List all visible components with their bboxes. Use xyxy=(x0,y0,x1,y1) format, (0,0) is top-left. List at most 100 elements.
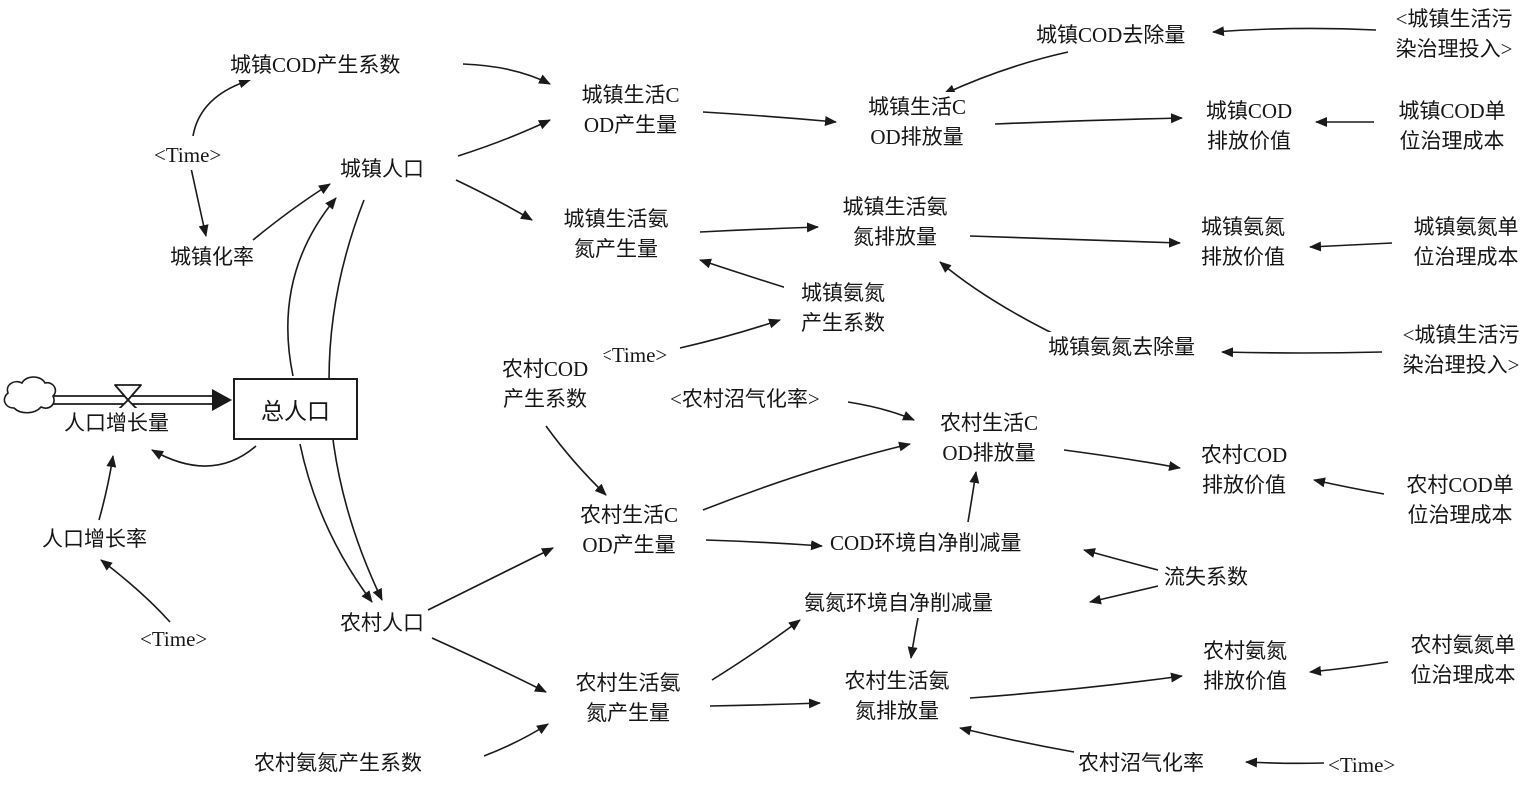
var-urban-nh3-emission: 城镇生活氨 氮排放量 xyxy=(824,192,966,252)
label-line: 染治理投入> xyxy=(1402,353,1520,377)
var-rural-nh3-unit-cost: 农村氨氮单 位治理成本 xyxy=(1392,630,1534,690)
var-rural-cod-emission: 农村生活C OD排放量 xyxy=(918,408,1060,468)
label-line: 城镇生活氨 xyxy=(842,195,948,219)
var-urban-nh3-removal: 城镇氨氮去除量 xyxy=(1046,332,1197,362)
label-line: 位治理成本 xyxy=(1407,503,1513,527)
arrow-urban-nh3-coef-to-production xyxy=(699,258,794,291)
label-line: 城镇生活C xyxy=(867,95,966,119)
arrow-growth-rate-to-growth xyxy=(98,455,117,521)
arrow-rural-cod-unit-cost-to-value xyxy=(1313,477,1385,495)
label-line: OD产生量 xyxy=(583,113,678,137)
label-line: 城镇COD单 xyxy=(1398,99,1506,123)
var-rural-biogas-rate: 农村沼气化率 xyxy=(1076,748,1206,778)
var-rural-cod-coef: 农村COD 产生系数 xyxy=(486,354,604,414)
arrow-total-population-to-rural-population xyxy=(299,443,373,603)
var-rural-nh3-coef: 农村氨氮产生系数 xyxy=(252,748,424,778)
var-rural-nh3-emission-value: 农村氨氮 排放价值 xyxy=(1186,636,1304,696)
label-line: 排放价值 xyxy=(1201,245,1285,269)
arrow-rural-nh3-production-to-emission xyxy=(709,698,821,709)
arrow-cod-env-reduction-to-emission xyxy=(967,471,980,523)
arrow-urban-population-to-urban-cod-production xyxy=(457,119,551,157)
label-line: 农村氨氮单 xyxy=(1410,633,1516,657)
var-time-bottomright: <Time> xyxy=(1326,750,1398,780)
label-line: 农村COD xyxy=(1200,443,1288,467)
arrow-rural-nh3-production-to-env-reduction xyxy=(711,619,801,681)
label-line: 氮产生量 xyxy=(586,701,670,725)
var-urban-cod-removal: 城镇COD去除量 xyxy=(1034,20,1188,50)
arrow-treatment-input-to-urban-cod-removal xyxy=(1212,26,1377,37)
label-line: 城镇生活氨 xyxy=(563,207,669,231)
label-line: 位治理成本 xyxy=(1410,663,1516,687)
var-urbanization-rate: 城镇化率 xyxy=(168,242,256,272)
label-line: 农村COD xyxy=(501,357,589,381)
arrow-urban-nh3-removal-to-emission xyxy=(939,261,1059,337)
var-urban-treatment-input-top: <城镇生活污 染治理投入> xyxy=(1378,4,1530,64)
var-urban-population: 城镇人口 xyxy=(338,154,426,184)
var-urban-nh3-coef: 城镇氨氮 产生系数 xyxy=(784,278,902,338)
var-urban-treatment-input-mid: <城镇生活污 染治理投入> xyxy=(1386,320,1535,380)
flow-arrowhead-icon xyxy=(212,389,232,411)
label-line: 排放价值 xyxy=(1202,473,1286,497)
arrow-urban-cod-emission-to-value xyxy=(994,113,1183,125)
var-rural-cod-production: 农村生活C OD产生量 xyxy=(558,500,700,560)
arrow-loss-coef-to-cod-env-reduction xyxy=(1083,548,1159,571)
label-line: 排放价值 xyxy=(1207,129,1291,153)
label-line: 城镇氨氮 xyxy=(801,281,885,305)
label-line: 城镇生活C xyxy=(581,83,680,107)
arrow-time-to-biogas-rate xyxy=(1245,757,1325,768)
stock-label: 总人口 xyxy=(261,399,330,424)
label-line: OD产生量 xyxy=(582,533,676,557)
var-urban-cod-production: 城镇生活C OD产生量 xyxy=(558,80,703,140)
var-urban-cod-unit-cost: 城镇COD单 位治理成本 xyxy=(1378,96,1526,156)
var-rural-nh3-emission: 农村生活氨 氮排放量 xyxy=(826,666,968,726)
arrow-urban-nh3-production-to-emission xyxy=(699,222,819,233)
label-line: OD排放量 xyxy=(870,125,964,149)
var-rural-population: 农村人口 xyxy=(338,608,426,638)
var-population-growth-rate: 人口增长率 xyxy=(40,524,149,554)
arrow-total-population-to-urban-population xyxy=(287,197,337,377)
var-urban-nh3-emission-value: 城镇氨氮 排放价值 xyxy=(1184,212,1302,272)
arrow-rural-population-to-nh3-production xyxy=(431,637,547,693)
arrow-urbanization-rate-to-urban-population xyxy=(252,183,331,241)
arrow-rural-nh3-emission-to-value xyxy=(969,672,1183,699)
arrow-urban-cod-removal-to-emission xyxy=(943,51,1069,95)
label-line: 农村COD单 xyxy=(1406,473,1514,497)
stock-total-population: 总人口 xyxy=(233,378,358,440)
var-time-topleft: <Time> xyxy=(152,140,224,170)
label-line: 农村生活C xyxy=(579,503,678,527)
var-rural-cod-unit-cost: 农村COD单 位治理成本 xyxy=(1386,470,1534,530)
arrow-rural-cod-production-to-env-reduction xyxy=(705,539,823,551)
var-nh3-env-reduction: 氨氮环境自净削减量 xyxy=(802,588,995,618)
arrow-time-to-urban-cod-coef xyxy=(192,78,251,137)
var-rural-biogas-rate-shadow: <农村沼气化率> xyxy=(668,384,822,414)
flow-pipe xyxy=(3,376,232,414)
label-line: 农村生活C xyxy=(939,411,1038,435)
var-rural-nh3-production: 农村生活氨 氮产生量 xyxy=(552,668,704,728)
label-line: 城镇氨氮 xyxy=(1201,215,1285,239)
arrow-urban-cod-production-to-emission xyxy=(702,111,837,126)
var-urban-cod-emission-value: 城镇COD 排放价值 xyxy=(1188,96,1310,156)
arrow-rural-cod-emission-to-value xyxy=(1063,449,1181,471)
var-urban-cod-emission: 城镇生活C OD排放量 xyxy=(843,92,991,152)
label-line: 产生系数 xyxy=(503,387,587,411)
label-line: 农村氨氮 xyxy=(1203,639,1287,663)
var-urban-cod-coef: 城镇COD产生系数 xyxy=(228,50,403,80)
arrow-rural-nh3-unit-cost-to-value xyxy=(1309,661,1389,676)
label-line: 氮排放量 xyxy=(853,225,937,249)
label-line: 城镇COD xyxy=(1205,99,1293,123)
label-line: <城镇生活污 xyxy=(1395,7,1513,31)
var-rural-cod-emission-value: 农村COD 排放价值 xyxy=(1184,440,1304,500)
label-line: 产生系数 xyxy=(801,311,885,335)
label-line: 位治理成本 xyxy=(1413,245,1519,269)
var-loss-coef: 流失系数 xyxy=(1162,562,1250,592)
arrow-urban-nh3-unit-cost-to-value xyxy=(1309,241,1393,252)
label-line: 氮产生量 xyxy=(574,237,658,261)
label-line: 农村生活氨 xyxy=(575,671,681,695)
cloud-icon xyxy=(3,376,57,414)
arrow-time-to-urban-nh3-coef xyxy=(679,318,781,349)
arrow-rural-population-to-cod-production xyxy=(427,547,554,611)
arrow-rural-cod-coef-to-production xyxy=(545,425,607,496)
label-line: 城镇氨氮单 xyxy=(1413,215,1519,239)
